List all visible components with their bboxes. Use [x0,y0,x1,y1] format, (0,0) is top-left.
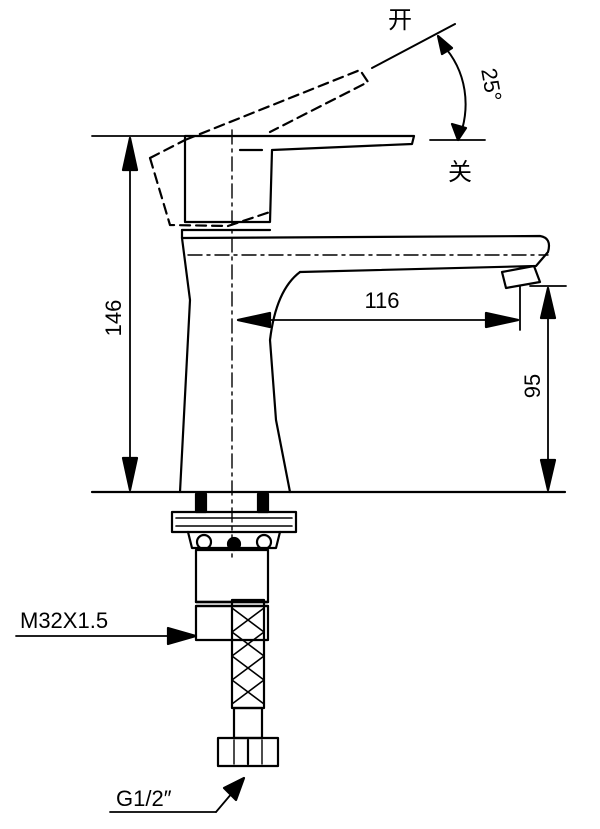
dimension-95 [529,285,567,492]
angle-arrow-top [436,34,454,56]
thread-size-label: M32X1.5 [20,608,108,633]
dimension-146 [121,136,139,492]
angle-arc [441,43,467,137]
braided-hose [230,598,266,740]
handle-open-dashed [148,68,370,228]
aerator [500,264,542,290]
mounting-nut-assembly [170,492,298,642]
closed-label: 关 [448,158,472,186]
hose-connector-nut [216,736,280,768]
dimension-116-label: 116 [364,288,399,313]
dimension-95-label: 95 [520,374,545,398]
handle-closed [183,134,416,224]
thread-leader [15,626,198,646]
dimension-116 [236,285,521,331]
angle-arrow-bottom [450,122,468,142]
dimension-146-label: 146 [101,300,126,337]
angle-label: 25° [476,66,506,103]
hose-connector-label: G1/2″ [116,786,172,811]
open-label: 开 [388,6,412,34]
faucet-body [178,228,551,494]
hose-connector-leader [109,776,246,813]
open-angle-line [371,23,456,69]
